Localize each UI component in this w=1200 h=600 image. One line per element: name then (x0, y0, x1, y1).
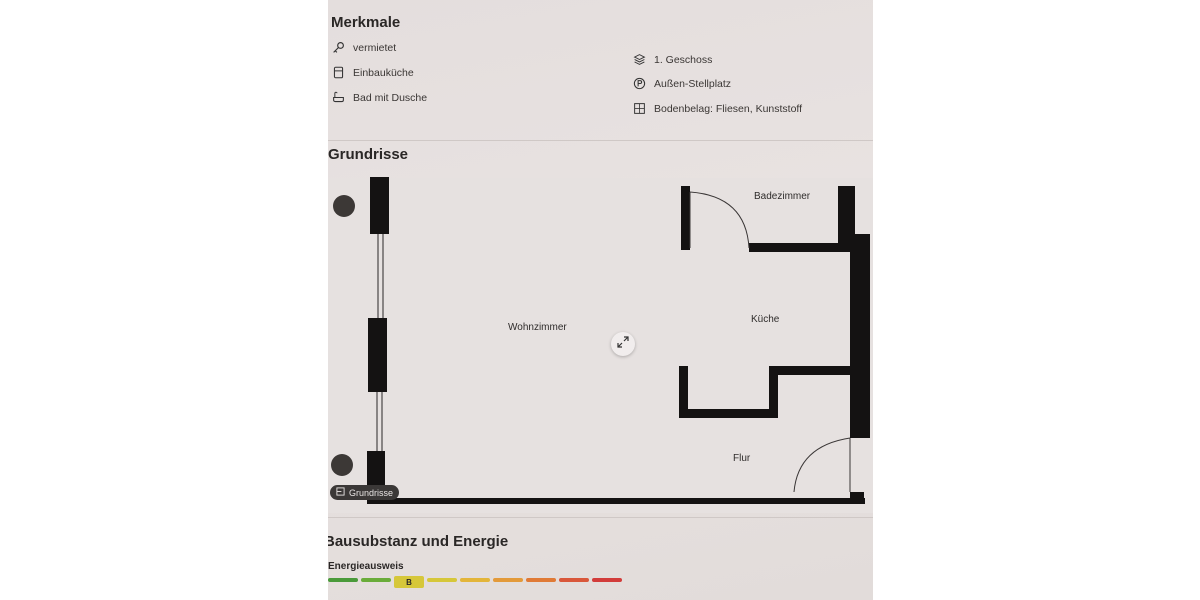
room-label-wohnzimmer: Wohnzimmer (508, 322, 567, 333)
feature-vermietet: vermietet (332, 41, 396, 54)
room-label-kueche: Küche (751, 314, 780, 325)
floor-plan[interactable]: Wohnzimmer Badezimmer Küche Flur Grundri… (328, 170, 873, 515)
feature-einbaukueche: Einbauküche (332, 66, 414, 79)
floor-plan-drawing (328, 177, 873, 513)
energy-scale-segment (361, 578, 391, 582)
feature-label: Außen-Stellplatz (654, 77, 732, 90)
grundrisse-heading: Grundrisse (328, 146, 409, 163)
bathtub-icon (332, 91, 345, 104)
energie-heading: Bausubstanz und Energie (328, 533, 509, 550)
expand-button[interactable] (611, 332, 635, 356)
room-label-badezimmer: Badezimmer (754, 191, 811, 202)
key-icon (332, 41, 345, 54)
punch-hole (331, 454, 353, 476)
energy-scale-segment (592, 578, 622, 582)
section-divider (328, 140, 873, 141)
merkmale-heading: Merkmale (331, 14, 401, 31)
punch-hole (333, 195, 355, 217)
energy-scale-segment (460, 578, 490, 582)
feature-stellplatz: Außen-Stellplatz (633, 77, 731, 90)
expand-icon (617, 335, 629, 353)
kitchen-icon (332, 66, 345, 79)
parking-icon (633, 77, 646, 90)
chip-label: Grundrisse (349, 487, 394, 498)
energy-scale-segment (559, 578, 589, 582)
energy-scale-segment (493, 578, 523, 582)
floor-tiles-icon (633, 102, 646, 115)
section-divider (328, 517, 873, 518)
feature-label: vermietet (353, 41, 397, 54)
feature-label: Einbauküche (353, 66, 414, 79)
feature-label: Bodenbelag: Fliesen, Kunststoff (654, 102, 803, 115)
energy-scale-segment (526, 578, 556, 582)
room-label-flur: Flur (733, 453, 751, 464)
energy-scale-segment (427, 578, 457, 582)
floorplan-icon (336, 487, 345, 498)
layers-icon (633, 53, 646, 66)
energy-scale-segment (328, 578, 358, 582)
photo-frame: Merkmale vermietet Einbauküche Bad mit D… (328, 0, 873, 600)
feature-bad: Bad mit Dusche (332, 91, 427, 104)
feature-bodenbelag: Bodenbelag: Fliesen, Kunststoff (633, 102, 802, 115)
feature-label: Bad mit Dusche (353, 91, 428, 104)
feature-label: 1. Geschoss (654, 53, 713, 66)
energy-class-badge: B (394, 576, 424, 588)
grundrisse-chip[interactable]: Grundrisse (330, 485, 400, 500)
energieausweis-label: Energieausweis (328, 561, 404, 572)
feature-geschoss: 1. Geschoss (633, 53, 712, 66)
